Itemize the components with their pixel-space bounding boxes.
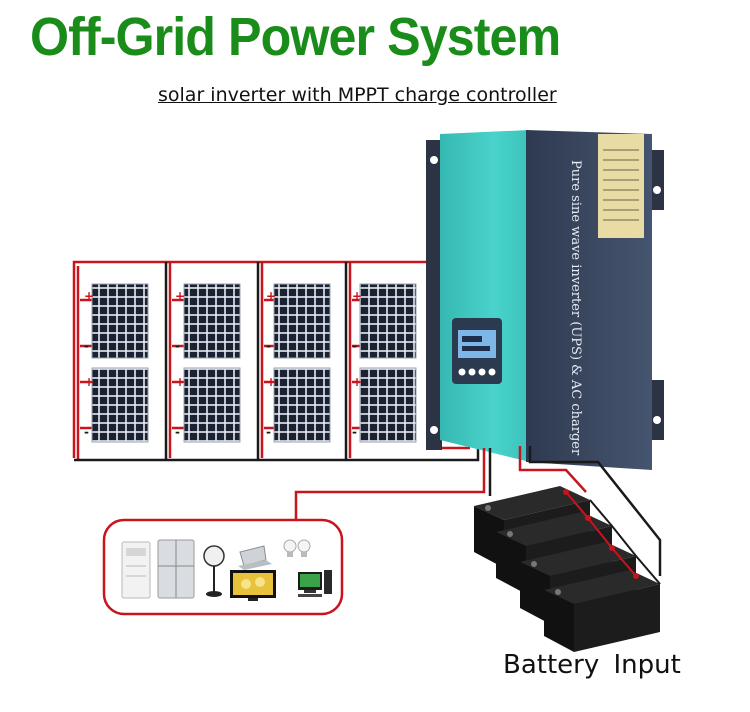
minus-marker: - (352, 425, 357, 439)
solar-panel (359, 367, 417, 443)
solar-panel (183, 367, 241, 443)
air-conditioner-icon (121, 541, 151, 599)
solar-panel (183, 283, 241, 359)
inverter-side-text: Pure sine wave inverter (UPS) & AC charg… (568, 160, 583, 456)
plus-marker: + (266, 375, 276, 389)
inverter-body (440, 130, 530, 462)
battery (544, 570, 660, 652)
plus-marker: + (84, 289, 94, 303)
plus-marker: + (175, 375, 185, 389)
desktop-computer-icon (298, 570, 332, 597)
page-subtitle: solar inverter with MPPT charge controll… (158, 84, 557, 106)
inverter: Pure sine wave inverter (UPS) & AC charg… (426, 130, 664, 470)
tv-icon (230, 570, 276, 601)
solar-panel (273, 367, 331, 443)
plus-marker: + (175, 289, 185, 303)
minus-marker: - (352, 339, 357, 353)
minus-marker: - (266, 425, 271, 439)
solar-panel (91, 367, 149, 443)
output-wiring (294, 446, 662, 576)
light-bulb-icon (283, 539, 311, 557)
battery-bank (474, 486, 661, 652)
solar-panel (91, 283, 149, 359)
spec-label-sticker (598, 134, 644, 238)
plus-marker: + (352, 289, 362, 303)
minus-marker: - (175, 339, 180, 353)
solar-panel-array (91, 283, 417, 443)
page-title: Off-Grid Power System (30, 7, 561, 67)
minus-marker: - (175, 425, 180, 439)
minus-marker: - (266, 339, 271, 353)
plus-marker: + (84, 375, 94, 389)
refrigerator-icon (157, 539, 195, 599)
inverter-display (452, 318, 502, 384)
solar-panel (359, 283, 417, 359)
laptop-icon (238, 545, 272, 570)
polarity-markers: + - + - + - + - + - + - + - + - (84, 289, 362, 439)
loads-box (102, 518, 344, 616)
solar-panel (273, 283, 331, 359)
plus-marker: + (352, 375, 362, 389)
minus-marker: - (84, 425, 89, 439)
minus-marker: - (84, 339, 89, 353)
plus-marker: + (266, 289, 276, 303)
fan-icon (203, 545, 225, 597)
battery-input-label: Battery Input (503, 650, 681, 680)
